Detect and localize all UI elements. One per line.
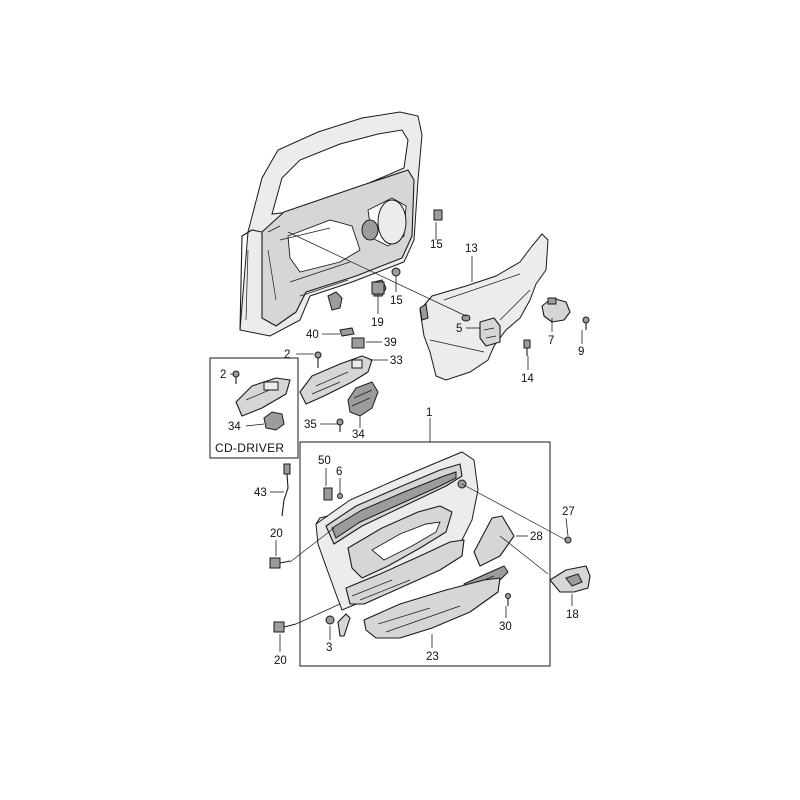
screw-30 bbox=[505, 593, 511, 606]
callout-14: 14 bbox=[521, 373, 534, 385]
switch-assy-34 bbox=[347, 381, 379, 417]
callout-50: 50 bbox=[318, 455, 331, 467]
screw-2-main bbox=[314, 351, 322, 368]
callout-15-lower: 15 bbox=[390, 295, 403, 307]
callout-5: 5 bbox=[456, 323, 462, 335]
callout-2-inset: 2 bbox=[220, 369, 226, 381]
callout-1: 1 bbox=[426, 407, 432, 419]
bolt-14 bbox=[523, 339, 531, 356]
callout-6: 6 bbox=[336, 466, 342, 478]
callout-27: 27 bbox=[562, 506, 575, 518]
trim-28 bbox=[473, 515, 515, 567]
callout-43: 43 bbox=[254, 487, 267, 499]
callout-19: 19 bbox=[371, 317, 384, 329]
callout-9: 9 bbox=[578, 346, 584, 358]
screw-9 bbox=[582, 316, 590, 330]
door-trim-panel-1 bbox=[315, 451, 509, 611]
inset-label: CD-DRIVER bbox=[215, 441, 284, 455]
callout-7: 7 bbox=[548, 335, 554, 347]
cd-driver-switch-34 bbox=[263, 411, 285, 431]
door-shell bbox=[239, 111, 423, 337]
callout-40: 40 bbox=[306, 329, 319, 341]
clip-15-upper bbox=[433, 209, 443, 221]
callout-39: 39 bbox=[384, 337, 397, 349]
screw-35 bbox=[336, 418, 344, 432]
cd-driver-inset-box bbox=[209, 357, 299, 459]
callout-28: 28 bbox=[530, 531, 543, 543]
clip-27 bbox=[564, 536, 572, 544]
clip-19 bbox=[371, 281, 385, 295]
clip-50 bbox=[323, 487, 333, 501]
cd-driver-screw-2 bbox=[232, 370, 240, 384]
callout-13: 13 bbox=[465, 243, 478, 255]
callout-20-lower: 20 bbox=[274, 655, 287, 667]
lower-pocket-23 bbox=[363, 577, 501, 639]
callout-33: 33 bbox=[390, 355, 403, 367]
callout-labels: 15 15 19 13 5 14 7 9 40 39 2 33 35 34 2 … bbox=[215, 239, 584, 667]
callout-2-main: 2 bbox=[284, 349, 290, 361]
clip-40 bbox=[339, 327, 355, 337]
rod-43 bbox=[281, 463, 291, 517]
callout-34-main: 34 bbox=[352, 429, 365, 441]
callout-18: 18 bbox=[566, 609, 579, 621]
bolt-20-lower bbox=[273, 621, 297, 633]
screw-6 bbox=[337, 493, 343, 499]
bolt-20-upper bbox=[269, 557, 291, 569]
callout-30: 30 bbox=[499, 621, 512, 633]
callout-3: 3 bbox=[326, 642, 332, 654]
callout-34-inset: 34 bbox=[228, 421, 241, 433]
callout-15-upper: 15 bbox=[430, 239, 443, 251]
callout-35: 35 bbox=[304, 419, 317, 431]
clip-3 bbox=[325, 615, 335, 625]
bracket-5 bbox=[479, 317, 501, 347]
leader-lines bbox=[230, 222, 583, 652]
clip-15-lower bbox=[391, 267, 401, 277]
callout-23: 23 bbox=[426, 651, 439, 663]
cd-driver-bezel bbox=[235, 377, 291, 417]
cover-3 bbox=[337, 613, 351, 637]
callout-20-upper: 20 bbox=[270, 528, 283, 540]
water-shield-13 bbox=[419, 233, 549, 381]
switch-39 bbox=[351, 337, 365, 349]
